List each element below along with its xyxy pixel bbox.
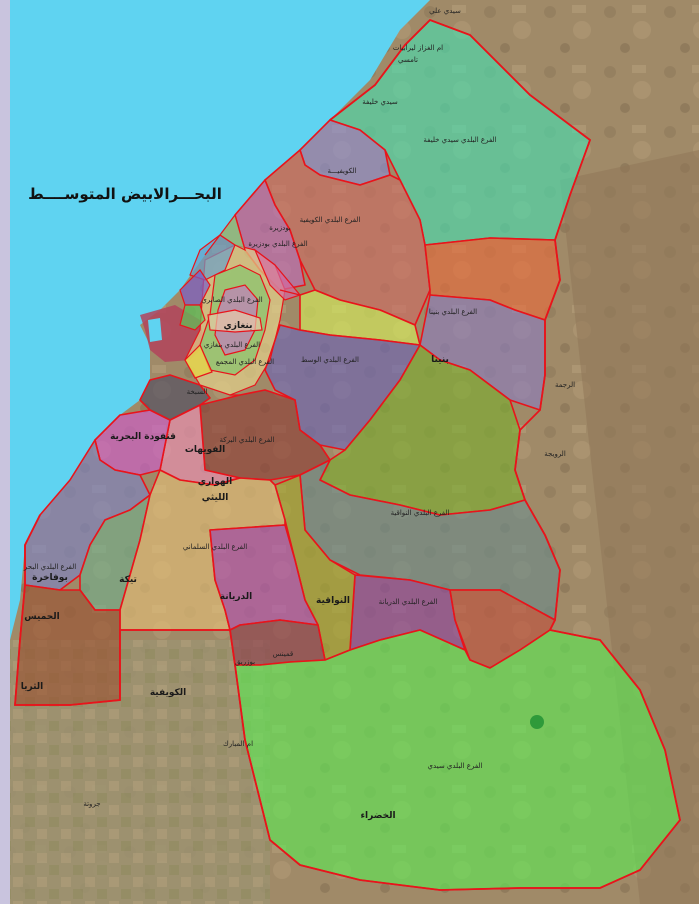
- city-center: [179, 213, 302, 396]
- district-small-green[interactable]: [179, 304, 206, 331]
- label-hamma: ام المبارك: [223, 740, 253, 748]
- district-labels: سيدي علي ام الغزاز ليرابيات تامسي سيدي خ…: [21, 7, 575, 821]
- label-banina: بنينا: [431, 355, 449, 365]
- label-tamsi: تامسي: [398, 56, 418, 64]
- district-khadra[interactable]: [234, 629, 681, 891]
- label-far-kwaifiya: الفرع البلدي الكويفية: [300, 216, 361, 224]
- landmark-circle: [530, 715, 544, 729]
- sea-area: [10, 0, 430, 640]
- label-jaroutah: جروتة: [83, 800, 100, 808]
- harbor-basin: [148, 318, 162, 342]
- label-rajma: الرجمة: [555, 381, 575, 389]
- district-benghazi-core[interactable]: [207, 309, 263, 333]
- label-far-sabri: الفرع البلدي الصابري: [201, 296, 262, 304]
- label-kwaifiya-north: الكويفيـــة: [327, 167, 356, 175]
- label-far-salmani: الفرع البلدي السلماني: [183, 543, 247, 551]
- municipality-boundary: [14, 18, 681, 891]
- label-bu-dzira: بودزيرة: [269, 224, 291, 232]
- label-sabkha: السبخة: [187, 388, 208, 396]
- label-far-wasat: الفرع البلدي الوسط: [301, 356, 359, 364]
- district-small-yellow[interactable]: [184, 343, 213, 379]
- label-far-bu-fakhra: الفرع البلدي البحر: [23, 563, 76, 571]
- label-far-khadra: الفرع البلدي سيدي: [428, 762, 483, 770]
- label-kuwayfiya-south: الكويفية: [150, 688, 186, 698]
- sea-label: البحـــرالابيض المتوســــط: [28, 185, 222, 203]
- eastern-hills: [560, 150, 699, 904]
- label-alturayya: الثريا: [21, 682, 44, 692]
- label-far-daryana: الفرع البلدي الدريانة: [379, 598, 438, 606]
- label-daryana: الدريانة: [220, 592, 252, 602]
- label-bu-fakhra: بوفاخرة: [32, 573, 68, 583]
- label-far-banina: الفرع البلدي بنينا: [429, 308, 477, 316]
- district-sabkha[interactable]: [139, 374, 211, 421]
- label-fuwayhat: الفويهات: [185, 445, 225, 455]
- label-far-berka: الفرع البلدي البركة: [220, 436, 275, 444]
- label-am-aghzaz: ام الغزاز ليرابيات: [393, 44, 443, 52]
- label-far-bu-dzira: الفرع البلدي بودزيرة: [248, 240, 307, 248]
- label-far-nawaqiya: الفرع البلدي النواقية: [391, 509, 450, 517]
- label-sidi-aali: سيدي علي: [429, 7, 461, 15]
- label-far-sidi-khalifa: الفرع البلدي سيدي خليفة: [423, 136, 496, 144]
- label-hamsi: الحميس: [24, 612, 59, 622]
- label-buzrayq: بوزريق: [235, 658, 255, 666]
- district-pink-center[interactable]: [253, 248, 302, 301]
- label-hawari-north: الهواري: [198, 477, 233, 487]
- label-far-mujamma: الفرع البلدي المجمع: [216, 358, 274, 366]
- district-north-coast[interactable]: [204, 213, 246, 256]
- label-nawaqiya: النواقية: [316, 596, 350, 606]
- label-sidi-khalifa: سيدي خليفة: [362, 98, 398, 106]
- label-qawarsha-north: قنفودة البحرية: [110, 432, 176, 442]
- label-qumuda: قمينس: [273, 650, 294, 658]
- label-benghazi-center: بنغازي: [224, 321, 253, 331]
- label-khadra: الخضراء: [360, 811, 395, 821]
- label-qafuda: الرويجة: [544, 450, 566, 458]
- district-sabri[interactable]: [179, 269, 211, 306]
- label-far-hawari: الليثي: [202, 493, 229, 503]
- label-far-benghazi: الفرع البلدي بنغازي: [204, 341, 260, 349]
- label-tayka: تيكة: [119, 575, 137, 585]
